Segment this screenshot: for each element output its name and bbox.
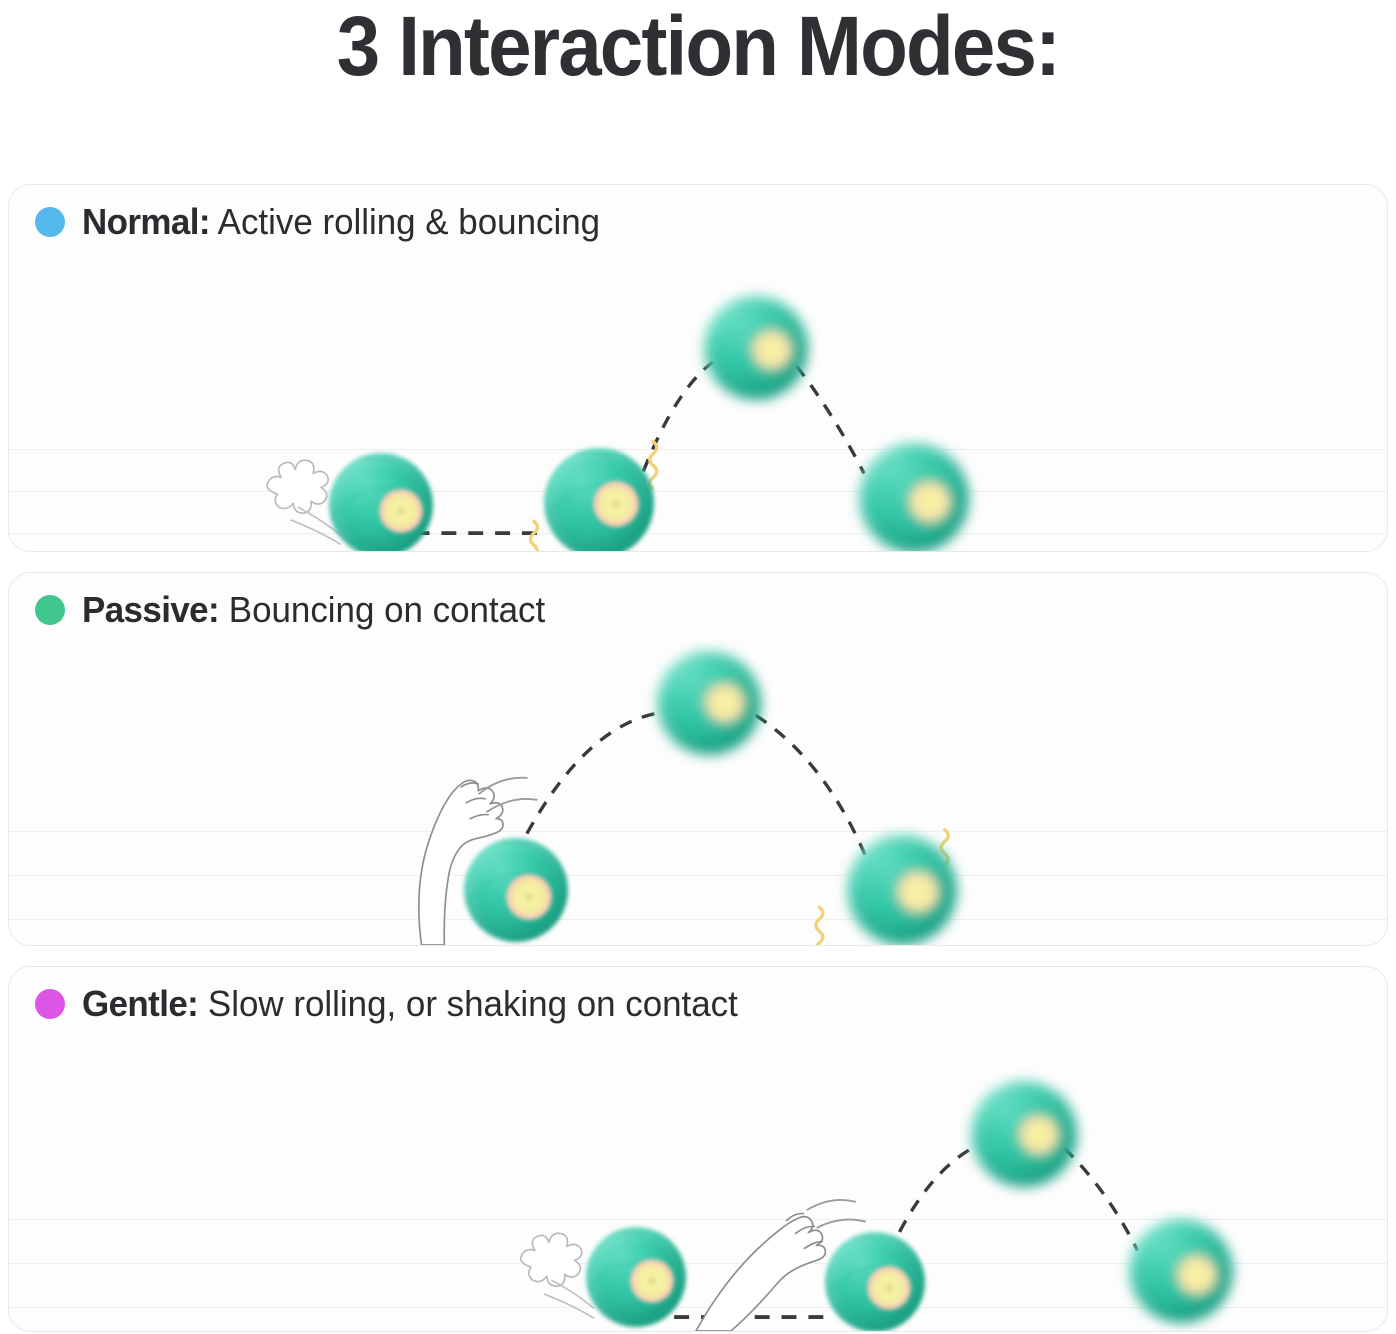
- mode-desc-passive: Bouncing on contact: [219, 589, 546, 630]
- ball-pupil: [397, 508, 405, 514]
- scene-gentle: [519, 1144, 1140, 1331]
- card-header-gentle: Gentle: Slow rolling, or shaking on cont…: [35, 985, 758, 1023]
- mode-name-normal: Normal:: [82, 201, 210, 242]
- ball-apex: [971, 1081, 1077, 1187]
- ball-landing: [847, 835, 957, 945]
- ball-eye: [1017, 1113, 1061, 1157]
- paw-icon: [418, 779, 504, 945]
- ball-eye: [506, 874, 552, 920]
- vibration-squiggle: [528, 439, 659, 551]
- mode-card-passive: Passive: Bouncing on contact: [8, 572, 1388, 946]
- ball-pupil: [885, 1285, 893, 1291]
- paw-print-icon: [266, 459, 341, 545]
- motion-lines: [478, 776, 538, 813]
- ball-eye: [593, 481, 639, 527]
- ball-rolling: [329, 453, 433, 551]
- mode-desc-gentle: Slow rolling, or shaking on contact: [198, 983, 738, 1024]
- motion-lines: [806, 1199, 867, 1229]
- mode-dot-passive: [35, 594, 65, 625]
- paw-print-icon: [519, 1232, 595, 1319]
- mode-name-passive: Passive:: [82, 589, 220, 630]
- ball-eye: [895, 869, 941, 915]
- trajectory-dashed-arc-down: [754, 713, 871, 866]
- ball-eye: [750, 328, 794, 372]
- ball-apex: [657, 651, 761, 755]
- ball-eye: [703, 681, 747, 725]
- ball-contact: [825, 1232, 925, 1331]
- ball-eye: [907, 479, 953, 525]
- mode-label-normal: Normal: Active rolling & bouncing: [82, 203, 600, 241]
- trajectory-dashed-arc-up: [887, 1144, 978, 1255]
- ball-eye: [630, 1259, 674, 1303]
- ball-apex: [704, 296, 808, 400]
- ball-pupil: [525, 894, 533, 900]
- card-header-passive: Passive: Bouncing on contact: [35, 591, 560, 629]
- trajectory-dashed-arc-down: [1062, 1146, 1140, 1252]
- paw-icon: [695, 1212, 827, 1331]
- ball-eye: [379, 489, 423, 533]
- mode-card-normal: Normal: Active rolling & bouncing: [8, 184, 1388, 552]
- scene-passive: [418, 710, 950, 945]
- page-title: 3 Interaction Modes:: [336, 0, 1061, 93]
- ball-bounce-start: [544, 448, 654, 551]
- mode-dot-normal: [35, 206, 65, 237]
- mode-name-gentle: Gentle:: [82, 983, 199, 1024]
- mode-desc-normal: Active rolling & bouncing: [209, 201, 601, 242]
- mode-label-gentle: Gentle: Slow rolling, or shaking on cont…: [82, 985, 738, 1023]
- ball-landing: [1129, 1219, 1233, 1323]
- ball-pupil: [648, 1278, 656, 1284]
- mode-card-gentle: Gentle: Slow rolling, or shaking on cont…: [8, 966, 1388, 1332]
- card-header-normal: Normal: Active rolling & bouncing: [35, 203, 616, 241]
- ball-eye: [1175, 1253, 1219, 1297]
- ball-contact: [464, 838, 568, 942]
- ball-pupil: [612, 501, 620, 507]
- ball-landing: [859, 443, 969, 551]
- mode-label-passive: Passive: Bouncing on contact: [82, 591, 545, 629]
- ball-rolling: [586, 1227, 686, 1327]
- ball-eye: [867, 1266, 911, 1310]
- trajectory-dashed-arc-up: [525, 710, 664, 835]
- mode-dot-gentle: [35, 988, 65, 1019]
